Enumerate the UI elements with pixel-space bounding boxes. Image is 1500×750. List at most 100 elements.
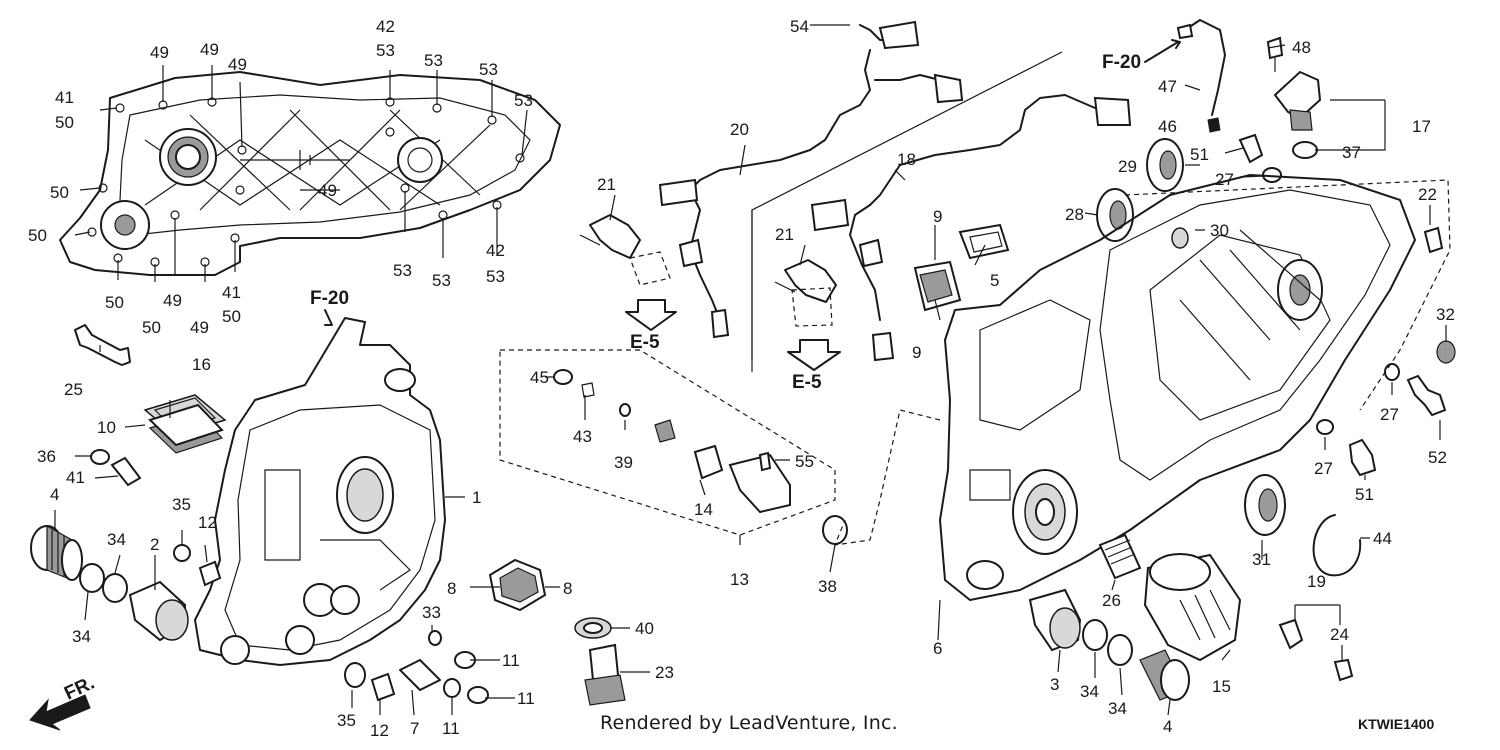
right-small-parts [1028,226,1456,701]
part-label: 21 [775,225,794,244]
part-label: 10 [97,418,116,437]
part-label: 11 [502,651,520,670]
part-label: 45 [530,368,549,387]
part-label: 49 [150,43,169,62]
part-label: 53 [376,41,395,60]
part-label: 8 [563,579,572,598]
center-parts [344,349,848,706]
part-label: 15 [1212,677,1231,696]
part-label: 34 [72,627,91,646]
reference-labels: F-20 F-20 E-5 E-5 FR. [61,52,1141,705]
part-label: 49 [163,291,182,310]
part-label: 55 [795,452,814,471]
part-label: 26 [1102,591,1121,610]
part-label: 53 [432,271,451,290]
reference-arrows [29,39,1181,731]
part-label: 50 [142,318,161,337]
part-label: 17 [1412,117,1431,136]
part-label: 7 [410,719,419,738]
part-label: 44 [1373,529,1392,548]
part-label: 37 [1342,143,1361,162]
part-label: 29 [1118,157,1137,176]
ref-f20-label: F-20 [1102,52,1141,73]
separator-line [751,51,1063,372]
part-label: 35 [337,711,356,730]
part-label: 5 [990,271,999,290]
part-label: 3 [1050,675,1059,694]
diagram-code: KTWIE1400 [1358,716,1435,732]
part-label: 14 [694,500,713,519]
part-label: 35 [172,495,191,514]
part-label: 42 [486,241,505,260]
part-label: 23 [655,663,674,682]
part-label: 12 [198,513,217,532]
part-label: 49 [318,181,337,200]
part-label: 34 [1108,699,1127,718]
part-label: 42 [376,17,395,36]
part-label: 28 [1065,205,1084,224]
part-label: 36 [37,447,56,466]
part-label: 49 [190,318,209,337]
part-label: 11 [517,689,535,708]
part-label: 9 [912,343,921,362]
part-label: 43 [573,427,592,446]
wire-harness-20 [579,20,964,339]
part-label: 48 [1292,38,1311,57]
part-label: 50 [28,226,47,245]
part-label: 18 [897,150,916,169]
part-label: 25 [64,380,83,399]
part-label: 49 [200,40,219,59]
ref-f20-label: F-20 [310,288,349,309]
part-label: 51 [1190,145,1209,164]
part-label: 50 [105,293,124,312]
part-label: 53 [393,261,412,280]
part-label: 40 [635,619,654,638]
part-label: 20 [730,120,749,139]
left-small-parts [30,324,227,642]
part-label: 30 [1210,221,1229,240]
part-label: 4 [50,485,59,504]
part-label: 2 [150,535,159,554]
part-label: 46 [1158,117,1177,136]
part-label: 54 [790,17,809,36]
part-label: 19 [1307,572,1326,591]
part-label: 22 [1418,185,1437,204]
ref-e5-label: E-5 [792,372,822,393]
part-label: 53 [514,91,533,110]
part-label: 6 [933,639,942,658]
part-label: 53 [479,60,498,79]
part-label: 50 [222,307,241,326]
part-label: 1 [472,488,481,507]
part-label: 11 [442,719,460,738]
part-label: 27 [1215,170,1234,189]
part-label: 53 [424,51,443,70]
part-label: 9 [933,207,942,226]
part-label: 16 [192,355,211,374]
part-label: 21 [597,175,616,194]
part-label: 52 [1428,448,1447,467]
part-label: 53 [486,267,505,286]
part-label: 50 [55,113,74,132]
render-credit: Rendered by LeadVenture, Inc. [600,712,898,734]
part-label: 41 [222,283,241,302]
part-label: 4 [1163,717,1172,736]
crankcase-cover-drawing [59,71,561,276]
part-label: 50 [50,183,69,202]
upper-right-parts [913,19,1322,312]
part-label: 34 [107,530,126,549]
part-label: 38 [818,577,837,596]
leader-lines [54,24,1447,716]
part-label: 27 [1380,405,1399,424]
ref-e5-label: E-5 [630,332,660,353]
part-label: 47 [1158,77,1177,96]
part-label: 12 [370,721,389,740]
part-label: 24 [1330,625,1349,644]
part-label: 41 [66,468,85,487]
part-label: 27 [1314,459,1333,478]
part-number-labels: 49 49 49 42 53 53 53 53 41 50 50 50 49 5… [28,17,1455,740]
part-label: 13 [730,570,749,589]
front-direction-label: FR. [61,673,98,705]
part-label: 34 [1080,682,1099,701]
